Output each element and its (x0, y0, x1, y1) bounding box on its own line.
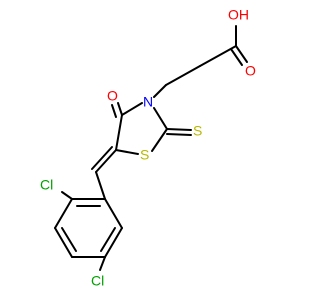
structure-diagram: OH O O N S S Cl Cl (40, 7, 256, 289)
bond-chain-2 (165, 65, 201, 86)
bond-c2-n (153, 107, 168, 130)
hydroxyl-label: OH (228, 7, 249, 23)
ring-sulfur-label: S (140, 147, 149, 163)
atom-labels: OH O O N S S Cl Cl (40, 7, 256, 289)
bond-ar-inner-3 (100, 227, 116, 252)
bond-c-cl-ortho (61, 191, 73, 200)
bond-acid-c-o-double-b (230, 48, 243, 66)
bonds (54, 25, 248, 271)
acid-carbonyl-oxygen-label: O (245, 63, 256, 79)
ring-nitrogen-label: N (143, 94, 153, 110)
bond-c4-o-a (117, 102, 123, 116)
bond-c4-o-b (111, 104, 117, 118)
bond-acid-c-o-double-a (235, 45, 248, 63)
bond-c2-s-b (166, 133, 192, 136)
bond-ar-6 (104, 198, 123, 229)
bond-chain-3 (153, 84, 167, 98)
bond-ar-inner-2 (61, 227, 77, 252)
ring-carbonyl-oxygen-label: O (107, 88, 118, 104)
bond-ar-2 (54, 198, 73, 229)
bond-ar-5 (104, 227, 123, 258)
chlorine-para-label: Cl (91, 273, 104, 289)
bond-ar-3 (54, 227, 73, 258)
bond-ch-aryl (95, 171, 106, 200)
bond-c-cl-para (99, 256, 106, 271)
bond-chain-1 (199, 45, 237, 67)
bond-c5-s1 (115, 149, 139, 155)
chlorine-ortho-label: Cl (40, 177, 53, 193)
bond-c5-ch-b (91, 146, 113, 170)
bond-s1-c2 (151, 128, 168, 152)
bond-n-c4 (121, 102, 143, 116)
bond-c2-s-a (166, 128, 192, 131)
thione-sulfur-label: S (193, 123, 202, 139)
molecule-canvas: OH O O N S S Cl Cl (40, 6, 256, 289)
bond-c5-ch-a (95, 149, 117, 173)
bond-c4-c5 (115, 114, 123, 151)
